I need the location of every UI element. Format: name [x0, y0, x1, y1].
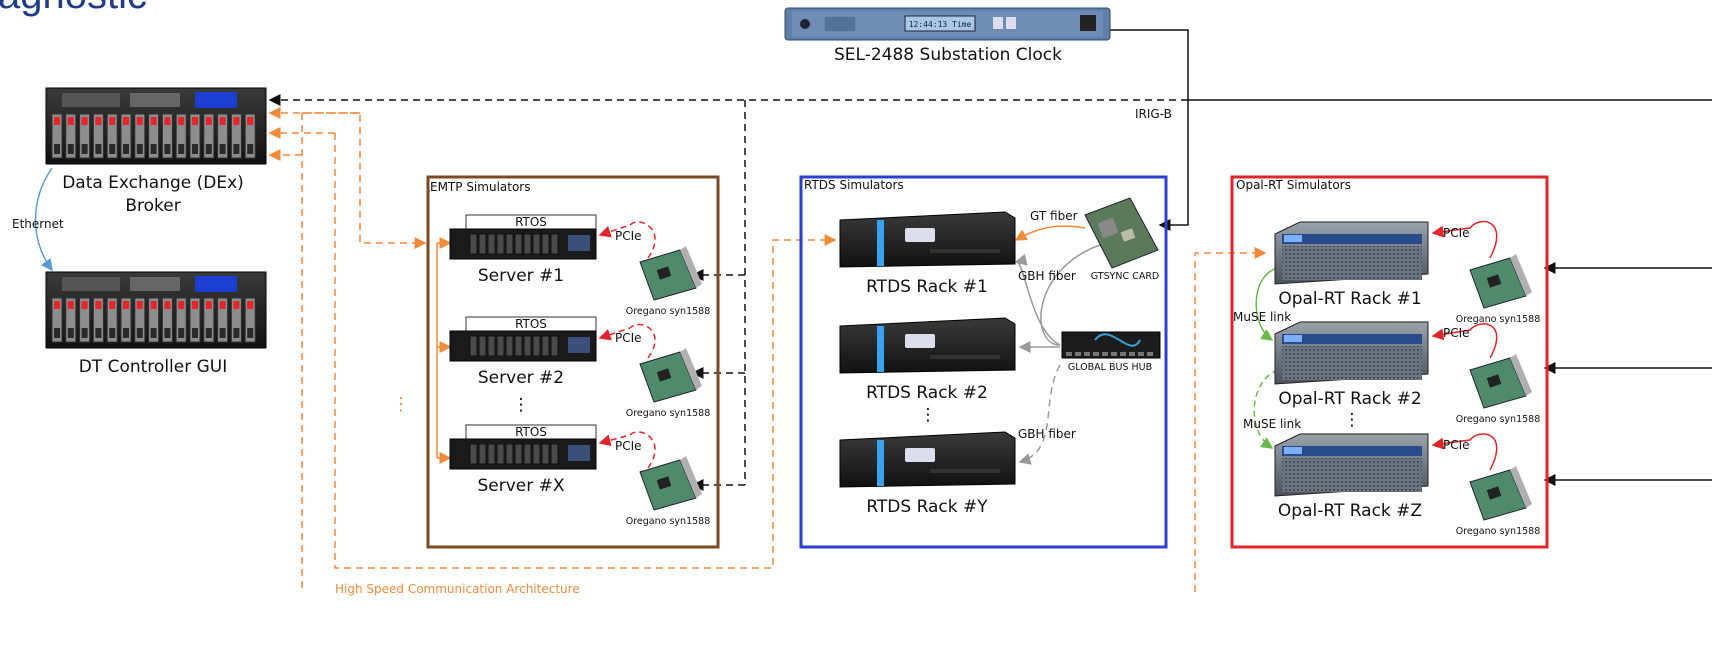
- oregano-label-opal-1: Oregano syn1588: [1456, 314, 1541, 325]
- emtp-server-1: RTOS: [449, 214, 597, 260]
- oregano-card-opal-1: [1469, 254, 1532, 309]
- emtp-group-label: EMTP Simulators: [430, 180, 530, 194]
- gt-fiber-link: [1014, 225, 1086, 241]
- opal-group-box: [1230, 175, 1549, 549]
- oregano-card-emtp-1: [639, 246, 702, 301]
- opal-group-label: Opal-RT Simulators: [1236, 178, 1351, 192]
- opal-rack-label-3: Opal-RT Rack #Z: [1278, 501, 1422, 521]
- connections: [34, 29, 1712, 592]
- oregano-label-emtp-2: Oregano syn1588: [626, 408, 711, 419]
- global-bus-hub: [1061, 331, 1161, 359]
- page-title-fragment: agnostic: [0, 0, 147, 17]
- dex-broker-server: [45, 87, 267, 165]
- opal-pcie-label-1: PCIe: [1443, 226, 1470, 240]
- emtp-pcie-label-2: PCIe: [615, 331, 642, 345]
- gbh-fiber-link-1: [1040, 244, 1101, 346]
- opal-pcie-label-3: PCIe: [1443, 438, 1470, 452]
- sel-2488-clock: 12:44:13 Time: [784, 7, 1111, 41]
- emtp-rtos-label-3: RTOS: [515, 425, 547, 439]
- oregano-card-opal-2: [1469, 354, 1532, 409]
- clock-display: 12:44:13 Time: [909, 20, 972, 29]
- gt-fiber-label: GT fiber: [1030, 209, 1078, 223]
- clock-to-gtsync-line: [1110, 29, 1189, 231]
- dex-label-line2: Broker: [125, 196, 180, 216]
- rtds-rack-3: [839, 431, 1016, 488]
- ethernet-label: Ethernet: [12, 217, 64, 231]
- hsca-ellipsis: ⋮: [392, 394, 410, 414]
- oregano-label-opal-3: Oregano syn1588: [1456, 526, 1541, 537]
- global-bus-hub-label: GLOBAL BUS HUB: [1068, 362, 1152, 373]
- dex-label-line1: Data Exchange (DEx): [62, 173, 244, 193]
- emtp-pcie-label-1: PCIe: [615, 229, 642, 243]
- oregano-card-opal-3: [1469, 466, 1532, 521]
- emtp-server-label-3: Server #X: [477, 476, 564, 496]
- gtsync-card: [1084, 197, 1159, 269]
- clock-knob-icon: [800, 19, 810, 29]
- opal-pcie-label-2: PCIe: [1443, 326, 1470, 340]
- rtds-rack-label-3: RTDS Rack #Y: [866, 497, 988, 517]
- gbh-fiber-label-2: GBH fiber: [1018, 427, 1076, 441]
- rtds-rack-label-1: RTDS Rack #1: [866, 277, 988, 297]
- emtp-ellipsis: ⋮: [513, 395, 530, 415]
- emtp-server-label-2: Server #2: [478, 368, 564, 388]
- emtp-server-2: RTOS: [449, 316, 597, 362]
- rtds-group-label: RTDS Simulators: [804, 178, 904, 192]
- rtds-rack-1: [839, 211, 1016, 268]
- oregano-card-emtp-3: [639, 456, 702, 511]
- rtds-ellipsis: ⋮: [920, 405, 937, 425]
- clock-label: SEL-2488 Substation Clock: [834, 45, 1062, 65]
- gui-label: DT Controller GUI: [79, 357, 228, 377]
- emtp-rtos-label-2: RTOS: [515, 317, 547, 331]
- muse-label-2: MuSE link: [1243, 417, 1301, 431]
- muse-link-1: [1255, 267, 1279, 341]
- irigb-label: IRIG-B: [1135, 107, 1172, 121]
- gtsync-label: GTSYNC CARD: [1091, 271, 1159, 282]
- opal-rack-3: [1274, 433, 1429, 497]
- gbh-fiber-link-2: [1018, 364, 1061, 465]
- rtds-rack-2: [839, 317, 1016, 374]
- opal-ellipsis: ⋮: [1344, 410, 1361, 430]
- oregano-label-emtp-3: Oregano syn1588: [626, 516, 711, 527]
- hsca-label: High Speed Communication Architecture: [335, 582, 580, 596]
- emtp-rtos-label-1: RTOS: [515, 215, 547, 229]
- rtds-group-box: [799, 175, 1168, 549]
- emtp-server-label-1: Server #1: [478, 266, 564, 286]
- hsca-to-rtds-line: [334, 133, 837, 569]
- oregano-label-emtp-1: Oregano syn1588: [626, 306, 711, 317]
- oregano-label-opal-2: Oregano syn1588: [1456, 414, 1541, 425]
- emtp-group-box: [426, 175, 720, 549]
- emtp-pcie-label-3: PCIe: [615, 439, 642, 453]
- muse-link-2: [1253, 369, 1279, 449]
- muse-label-1: MuSE link: [1233, 310, 1291, 324]
- dt-controller-gui-server: [45, 271, 267, 349]
- gbh-fiber-label-1: GBH fiber: [1018, 269, 1076, 283]
- emtp-server-3: RTOS: [449, 424, 597, 470]
- opal-rack-2: [1274, 321, 1429, 385]
- hsca-to-opal-line: [1194, 247, 1267, 592]
- opal-rack-label-2: Opal-RT Rack #2: [1278, 389, 1421, 409]
- opal-rack-1: [1274, 221, 1429, 285]
- rtds-rack-label-2: RTDS Rack #2: [866, 383, 988, 403]
- opal-rack-label-1: Opal-RT Rack #1: [1278, 289, 1421, 309]
- ethernet-link: [34, 167, 53, 272]
- oregano-card-emtp-2: [639, 348, 702, 403]
